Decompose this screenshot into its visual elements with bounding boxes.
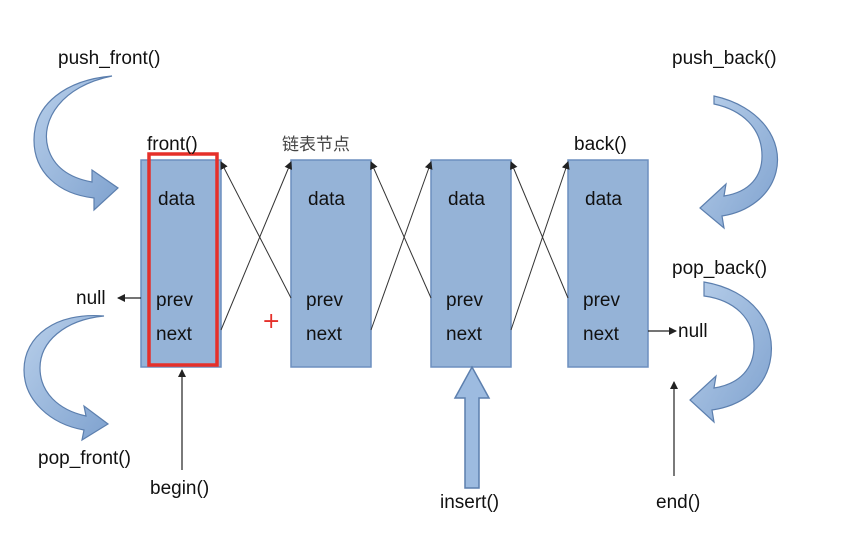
- begin-label: begin(): [150, 478, 209, 499]
- node-2-prev: prev: [306, 290, 343, 311]
- node-links: [220, 161, 570, 331]
- insert-arrow-icon: [453, 365, 491, 489]
- push-back-label: push_back(): [672, 48, 777, 69]
- node-2-data: data: [308, 189, 345, 210]
- list-node-3: [430, 159, 512, 368]
- pop-front-curved-arrow-icon: [23, 314, 110, 442]
- node-caption: 链表节点: [282, 135, 350, 155]
- link-2-next: [370, 161, 433, 331]
- link-3-next: [510, 161, 570, 331]
- link-2-prev: [220, 161, 292, 299]
- link-3-prev: [370, 161, 432, 299]
- back-label: back(): [574, 134, 627, 155]
- null-left-label: null: [76, 288, 106, 309]
- node-3-data: data: [448, 189, 485, 210]
- list-node-2: [290, 159, 372, 368]
- node-3-prev: prev: [446, 290, 483, 311]
- end-label: end(): [656, 492, 700, 513]
- plus-mark: +: [262, 309, 280, 334]
- list-node-4: [567, 159, 649, 368]
- link-1-next: [220, 161, 292, 331]
- node-3-next: next: [446, 324, 483, 345]
- front-node-highlight: [147, 152, 219, 367]
- node-2-next: next: [306, 324, 343, 345]
- pop-back-label: pop_back(): [672, 258, 767, 279]
- pop-front-label: pop_front(): [38, 448, 131, 469]
- push-front-curved-arrow-icon: [33, 75, 119, 212]
- insert-label: insert(): [440, 492, 499, 513]
- node-4-prev: prev: [583, 290, 620, 311]
- null-right-label: null: [678, 321, 708, 342]
- push-back-curved-arrow-icon: [699, 95, 778, 230]
- push-front-label: push_front(): [58, 48, 160, 69]
- front-label: front(): [147, 134, 198, 155]
- node-1-prev: prev: [156, 290, 193, 311]
- link-4-prev: [510, 161, 569, 299]
- pop-back-curved-arrow-icon: [689, 281, 772, 424]
- node-4-data: data: [585, 189, 622, 210]
- list-node-1: [140, 159, 222, 368]
- node-1-next: next: [156, 324, 193, 345]
- node-1-data: data: [158, 189, 195, 210]
- node-4-next: next: [583, 324, 620, 345]
